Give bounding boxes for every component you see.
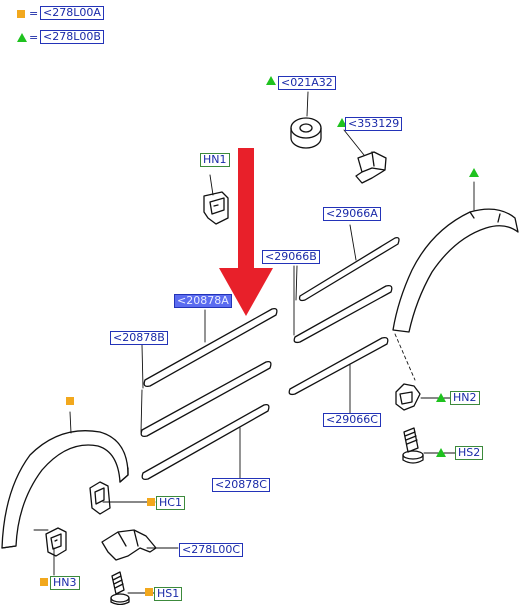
legend-code-278L00A[interactable]: <278L00A: [40, 6, 104, 20]
orange-square-marker-icon: [147, 498, 155, 506]
orange-square-marker-icon: [66, 397, 74, 405]
legend-equals: =: [29, 7, 39, 20]
moulding-29066A-shape: [298, 236, 400, 302]
label-29066C[interactable]: <29066C: [323, 413, 381, 427]
nut-hn1-shape: [203, 191, 229, 225]
label-20878A[interactable]: <20878A: [174, 294, 232, 308]
clip-353129-shape: [355, 151, 387, 184]
label-HN1[interactable]: HN1: [200, 153, 230, 167]
front-wheel-arch-shape: [1, 430, 129, 549]
label-021A32[interactable]: <021A32: [278, 76, 336, 90]
moulding-20878A-shape: [143, 307, 278, 388]
green-triangle-marker-icon: [436, 393, 446, 402]
label-20878C[interactable]: <20878C: [212, 478, 270, 492]
orange-square-marker-icon: [145, 588, 153, 596]
green-triangle-marker-icon: [266, 76, 276, 85]
label-20878B[interactable]: <20878B: [110, 331, 168, 345]
cap-021A32-shape: [290, 117, 322, 149]
nut-hn3-shape: [45, 527, 67, 557]
label-278L00C[interactable]: <278L00C: [179, 543, 244, 557]
label-HS1[interactable]: HS1: [154, 587, 183, 601]
label-HN3[interactable]: HN3: [50, 576, 80, 590]
legend-code-278L00B[interactable]: <278L00B: [40, 30, 104, 44]
green-triangle-marker-icon: [436, 448, 446, 457]
label-29066A[interactable]: <29066A: [323, 207, 381, 221]
orange-square-marker-icon: [40, 578, 48, 586]
green-triangle-marker-icon: [469, 168, 479, 177]
red-down-arrow-icon: [219, 148, 273, 316]
label-353129[interactable]: <353129: [345, 117, 403, 131]
moulding-29066B-shape: [293, 284, 393, 344]
green-triangle-marker-icon: [337, 118, 347, 127]
moulding-20878B-shape: [140, 360, 272, 438]
moulding-20878C-shape: [141, 403, 270, 481]
rear-wheel-arch-shape: [392, 208, 519, 333]
legend-equals: =: [29, 31, 39, 44]
clip-hn2-shape: [395, 383, 421, 411]
screw-hs1-shape: [110, 571, 130, 605]
green-triangle-marker-icon: [17, 33, 27, 42]
orange-square-marker-icon: [17, 10, 25, 18]
label-HC1[interactable]: HC1: [156, 496, 185, 510]
moulding-29066C-shape: [288, 336, 389, 396]
bracket-278L00C-shape: [101, 529, 157, 561]
label-HN2[interactable]: HN2: [450, 391, 480, 405]
label-29066B[interactable]: <29066B: [262, 250, 320, 264]
nut-hc1-shape: [89, 481, 111, 515]
label-HS2[interactable]: HS2: [455, 446, 484, 460]
screw-hs2-shape: [402, 427, 424, 464]
